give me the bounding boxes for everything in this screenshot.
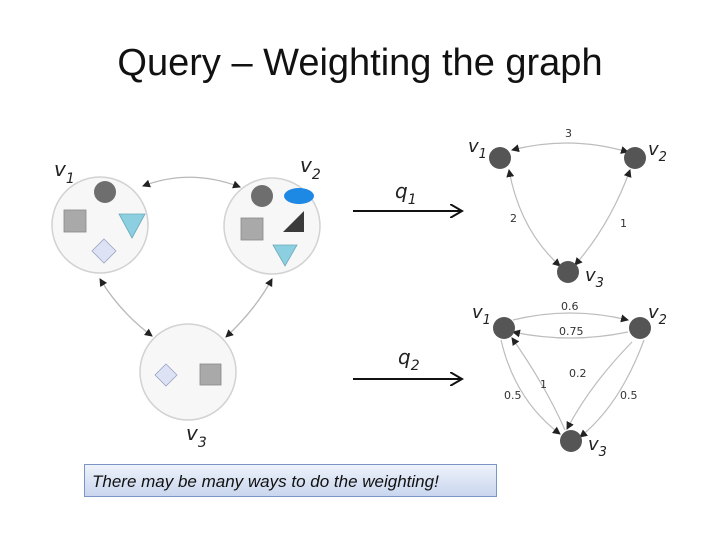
gray-square-shape — [199, 363, 222, 386]
dark-wedge-shape — [283, 211, 304, 232]
node-q1-v1 — [489, 147, 511, 169]
label-v1: v1 — [54, 157, 75, 187]
edge-q1-v2-v3 — [574, 169, 632, 266]
weight-q2-v2-v3-inner: 0.2 — [569, 367, 587, 380]
edge-q2-v2-v3-outer — [579, 339, 645, 438]
weight-q2-v2-v3-outer: 0.5 — [620, 389, 638, 402]
weight-q2-v1-v2-top: 0.6 — [561, 300, 579, 313]
edge-v2-v3 — [225, 278, 273, 338]
node-q1-v2 — [624, 147, 646, 169]
node-v2 — [223, 177, 321, 275]
graph-q2: 0.6 0.75 0.5 1 0.2 0.5 v1 v2 v3 — [472, 300, 667, 460]
node-v1 — [51, 176, 149, 274]
edge-v1-v2 — [142, 176, 241, 189]
gray-circle-shape — [251, 185, 273, 207]
edge-q2-v3-v1-inner — [511, 337, 566, 431]
slide-title: Query – Weighting the graph — [117, 42, 603, 84]
gray-circle-shape — [94, 181, 116, 203]
lavender-diamond-shape — [91, 238, 117, 264]
weight-q1-v1-v3: 2 — [510, 212, 517, 225]
label-v3: v3 — [186, 421, 207, 451]
cyan-triangle-shape — [272, 244, 298, 267]
weight-q2-v2-v1-bottom: 0.75 — [559, 325, 584, 338]
weight-q1-v2-v3: 1 — [620, 217, 627, 230]
blue-ellipse-shape — [284, 188, 314, 204]
edge-q2-v1-v2-top — [512, 312, 629, 323]
edge-q1-v1-v2 — [511, 142, 629, 154]
left-graph: v1 v2 v3 — [51, 153, 321, 451]
graph-q1: 3 2 1 v1 v2 v3 — [468, 127, 667, 291]
node-q2-v3 — [560, 430, 582, 452]
gray-square-shape — [63, 209, 87, 233]
edge-v1-v3 — [99, 278, 153, 337]
node-q2-v1 — [493, 317, 515, 339]
edge-q2-v2-v1-bottom — [512, 329, 629, 339]
node-q1-v3 — [557, 261, 579, 283]
edge-q2-v2-v3-inner — [566, 341, 633, 430]
node-q2-v2 — [629, 317, 651, 339]
label-q2-v2: v2 — [648, 302, 667, 328]
label-q1: q1 — [395, 179, 417, 208]
query-q1: q1 — [353, 179, 462, 211]
label-q2: q2 — [398, 345, 420, 374]
cyan-triangle-shape — [118, 213, 146, 239]
label-q1-v1: v1 — [468, 136, 487, 162]
callout-note: There may be many ways to do the weighti… — [84, 464, 497, 497]
weight-q1-v1-v2: 3 — [565, 127, 572, 140]
weight-q2-v3-v1-inner: 1 — [540, 378, 547, 391]
gray-square-shape — [240, 217, 264, 241]
label-q1-v3: v3 — [585, 265, 604, 291]
lavender-diamond-shape — [154, 363, 178, 387]
query-q2: q2 — [353, 345, 462, 379]
weight-q2-v1-v3-outer: 0.5 — [504, 389, 522, 402]
label-q1-v2: v2 — [648, 139, 667, 165]
label-q2-v3: v3 — [588, 434, 607, 460]
node-v3 — [139, 323, 237, 421]
edge-q2-v1-v3-outer — [500, 339, 561, 435]
edge-q1-v1-v3 — [506, 169, 561, 267]
label-v2: v2 — [300, 153, 321, 183]
label-q2-v1: v1 — [472, 302, 491, 328]
